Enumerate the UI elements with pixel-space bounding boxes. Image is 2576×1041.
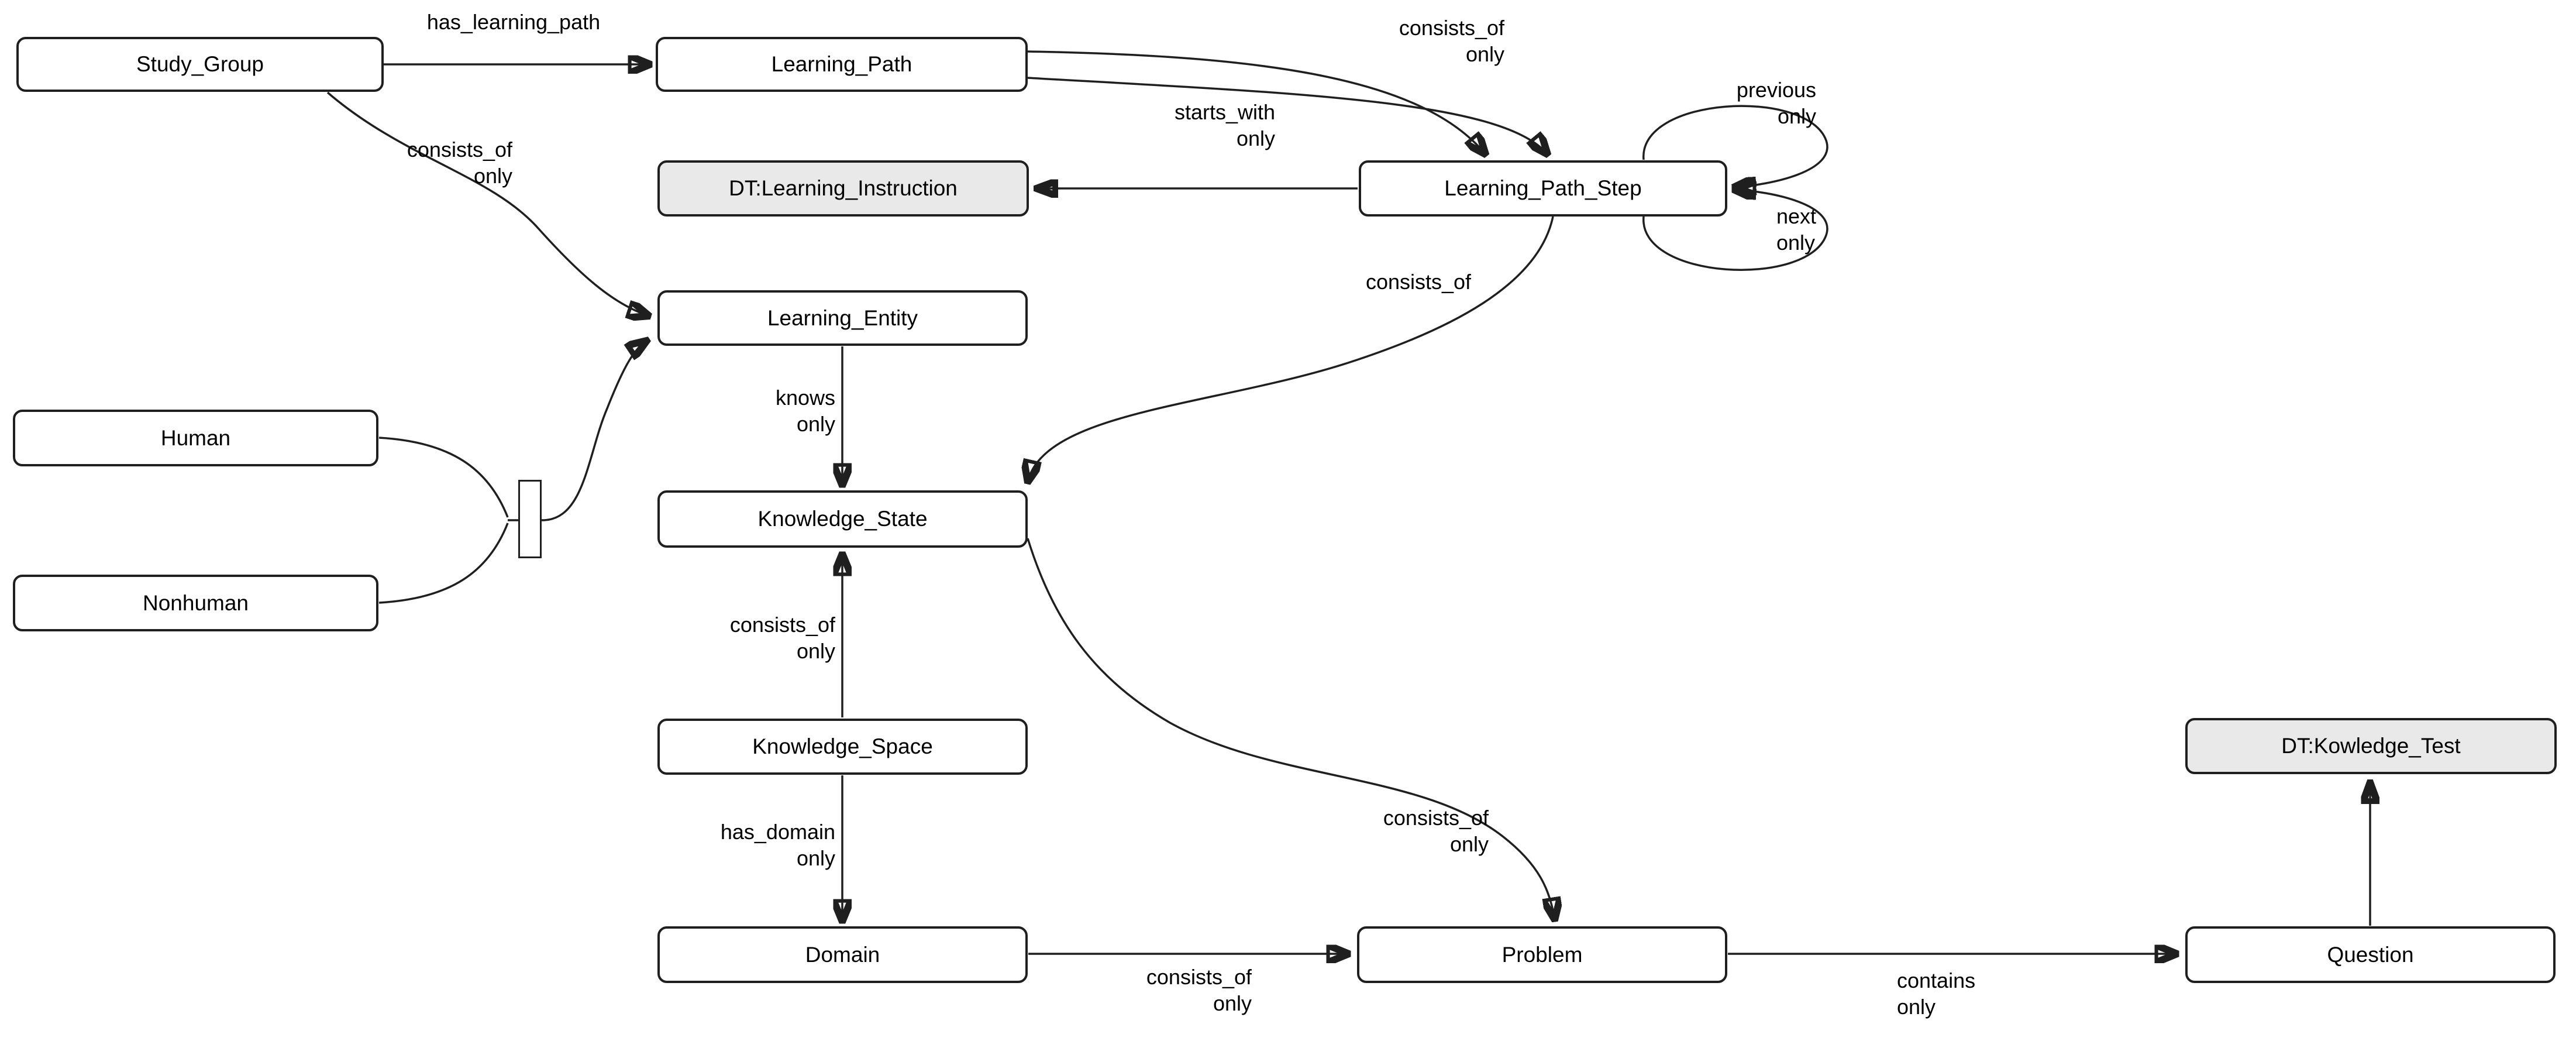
node-label: Knowledge_State <box>757 507 928 531</box>
node-label: Learning_Path <box>771 52 912 76</box>
node-question: Question <box>2185 926 2556 983</box>
edge-next-loop <box>1642 190 1828 271</box>
edge-previous-loop <box>1642 105 1828 187</box>
node-learning-entity: Learning_Entity <box>657 290 1028 346</box>
edge-human-junction <box>378 437 509 518</box>
node-label: Study_Group <box>136 52 264 76</box>
edge-label-lp-consists-of: consists_of only <box>1399 16 1504 66</box>
edge-kstate-consists-of <box>1027 538 1555 920</box>
node-learning-path-step: Learning_Path_Step <box>1359 160 1727 217</box>
node-label: Human <box>160 425 231 450</box>
node-label: Knowledge_Space <box>752 734 933 758</box>
edge-label-has-domain: has_domain only <box>720 820 835 870</box>
node-dt-learning-instruction: DT:Learning_Instruction <box>657 160 1029 217</box>
node-label: DT:Learning_Instruction <box>729 176 958 200</box>
node-domain: Domain <box>657 926 1028 983</box>
edge-sg-consists-of <box>326 91 649 316</box>
edge-junction-learning-entity <box>508 341 647 521</box>
edge-label-domain-consists-of: consists_of only <box>1146 965 1252 1015</box>
node-label: Domain <box>805 942 880 967</box>
node-nonhuman: Nonhuman <box>13 575 378 631</box>
edge-lp-consists-of <box>1027 50 1486 154</box>
node-study-group: Study_Group <box>16 37 384 92</box>
edge-label-kstate-consists-of: consists_of only <box>1383 806 1489 856</box>
node-label: Learning_Entity <box>767 305 918 330</box>
node-label: Learning_Path_Step <box>1444 176 1642 200</box>
node-label: Nonhuman <box>142 590 249 615</box>
edge-nonhuman-junction <box>378 523 509 604</box>
edge-label-previous: previous only <box>1736 78 1816 128</box>
edge-label-next: next only <box>1776 204 1817 255</box>
edge-label-contains: contains only <box>1897 968 1976 1019</box>
edge-label-kspace-consists-of: consists_of only <box>729 613 835 663</box>
edge-label-has-learning-path: has_learning_path <box>426 10 601 34</box>
edge-label-lps-consists-of: consists_of <box>1365 270 1472 294</box>
node-label: DT:Kowledge_Test <box>2281 734 2461 758</box>
edge-label-sg-consists-of: consists_of only <box>407 138 512 188</box>
node-knowledge-state: Knowledge_State <box>657 490 1028 548</box>
node-human: Human <box>13 410 378 466</box>
edge-label-knows: knows only <box>775 386 835 436</box>
edge-lps-consists-of <box>1028 216 1554 482</box>
node-problem: Problem <box>1357 926 1727 983</box>
edge-starts-with <box>1027 77 1548 154</box>
node-knowledge-space: Knowledge_Space <box>657 719 1028 775</box>
node-label: Problem <box>1501 942 1583 967</box>
node-learning-path: Learning_Path <box>656 37 1028 92</box>
node-label: Question <box>2327 942 2414 967</box>
edge-label-starts-with: starts_with only <box>1174 100 1275 150</box>
union-junction-bar <box>518 480 542 558</box>
node-dt-kowledge-test: DT:Kowledge_Test <box>2185 718 2557 774</box>
